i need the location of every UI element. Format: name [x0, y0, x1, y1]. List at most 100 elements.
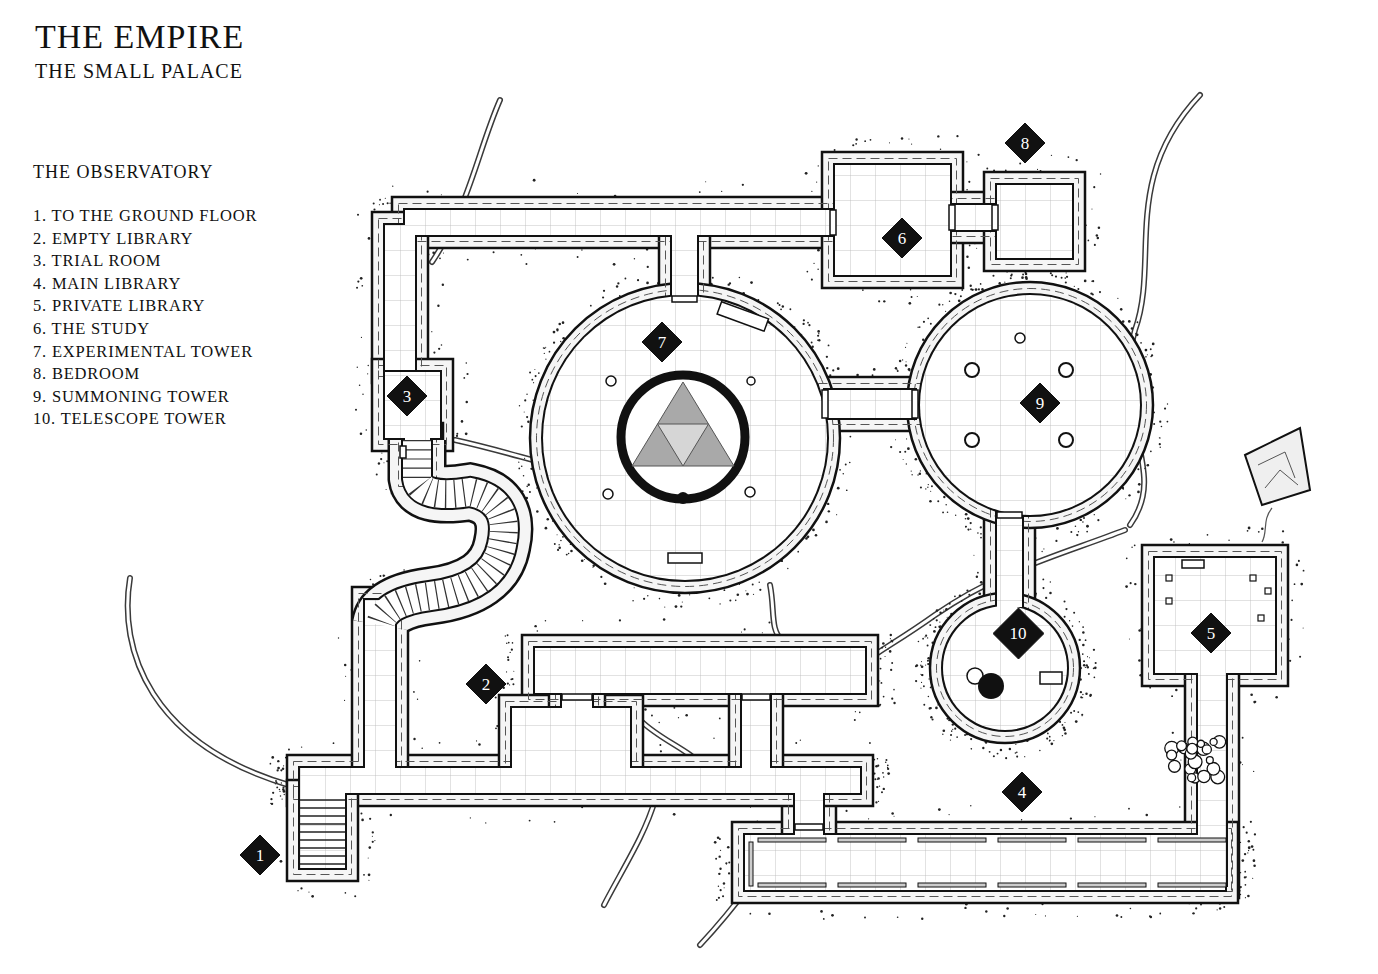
stipple-dot: [839, 469, 841, 471]
stipple-dot: [917, 296, 918, 297]
stipple-dot: [1244, 853, 1246, 855]
stipple-dot: [368, 857, 369, 858]
stipple-dot: [363, 874, 365, 876]
stipple-dot: [524, 399, 526, 401]
stipple-dot: [712, 277, 714, 279]
stipple-dot: [968, 594, 970, 596]
legend-item: 1. TO THE GROUND FLOOR: [33, 206, 257, 226]
stipple-dot: [678, 717, 679, 718]
stipple-dot: [432, 251, 435, 254]
stipple-dot: [719, 718, 721, 720]
stipple-dot: [554, 543, 556, 545]
stipple-dot: [485, 822, 486, 823]
stipple-dot: [1069, 620, 1070, 621]
stipple-dot: [904, 451, 906, 453]
stipple-dot: [508, 642, 510, 644]
stipple-dot: [800, 740, 801, 741]
stipple-dot: [456, 433, 458, 435]
stipple-dot: [825, 521, 828, 524]
stipple-dot: [1294, 583, 1296, 585]
stipple-dot: [647, 266, 649, 268]
stipple-dot: [949, 603, 951, 605]
stipple-dot: [739, 277, 740, 278]
stipple-dot: [577, 256, 579, 258]
diamond-fill: [1005, 123, 1045, 163]
stipple-dot: [675, 605, 678, 608]
stipple-dot: [1092, 280, 1094, 282]
floor: [835, 165, 950, 275]
stipple-dot: [534, 625, 536, 627]
stipple-dot: [883, 300, 885, 302]
stipple-dot: [311, 895, 314, 898]
wall: [522, 635, 878, 706]
stair-step: [300, 855, 345, 857]
map-title: THE EMPIRE: [35, 18, 244, 55]
stipple-dot: [1253, 865, 1256, 868]
stipple-dot: [1244, 876, 1246, 878]
stipple-dot: [862, 289, 864, 291]
pillar: [1059, 433, 1073, 447]
stipple-dot: [1094, 816, 1095, 817]
stipple-dot: [1066, 276, 1068, 278]
stipple-dot: [1094, 514, 1095, 515]
stipple-dot: [1087, 656, 1088, 657]
stipple-dot: [811, 342, 813, 344]
stipple-dot: [966, 526, 967, 527]
stipple-dot: [433, 351, 435, 353]
stipple-dot: [1072, 625, 1074, 627]
stipple-dot: [374, 840, 375, 841]
stipple-dot: [724, 887, 725, 888]
stipple-dot: [581, 249, 582, 250]
stipple-dot: [584, 559, 585, 560]
stipple-dot: [980, 526, 982, 528]
stipple-dot: [613, 263, 616, 266]
stipple-dot: [570, 550, 573, 553]
stipple-dot: [887, 768, 889, 770]
diamond-fill: [466, 664, 506, 704]
stipple-dot: [956, 135, 958, 137]
stipple-dot: [604, 582, 607, 585]
book: [1265, 588, 1271, 594]
callout-diamond: 6: [882, 218, 922, 258]
stair-wall: [380, 440, 504, 625]
stipple-dot: [923, 321, 925, 323]
stipple-dot: [664, 607, 665, 608]
stipple-dot: [276, 786, 278, 788]
stipple-dot: [925, 635, 927, 637]
rubble: [1015, 333, 1025, 343]
stipple-dot: [1144, 468, 1145, 469]
stipple-dot: [916, 664, 918, 666]
stipple-dot: [372, 841, 374, 843]
tower-wall: [907, 282, 1153, 528]
stipple-dot: [280, 769, 282, 771]
stipple-dot: [910, 289, 912, 291]
bookshelf: [838, 838, 906, 842]
stipple-dot: [915, 665, 917, 667]
stipple-dot: [1248, 850, 1249, 851]
stipple-dot: [1253, 771, 1254, 772]
stipple-dot: [811, 191, 812, 192]
stipple-dot: [1145, 349, 1148, 352]
stipple-dot: [719, 868, 721, 870]
stipple-dot: [951, 730, 953, 732]
stipple-dot: [965, 518, 967, 520]
river-bed: [770, 585, 782, 640]
stipple-dot: [699, 191, 701, 193]
stone-course: [829, 159, 957, 282]
stipple-dot: [964, 734, 966, 736]
stipple-dot: [360, 812, 362, 814]
callout-number: 7: [658, 334, 667, 351]
stipple-dot: [803, 319, 805, 321]
stipple-dot: [368, 237, 371, 240]
stipple-dot: [812, 529, 815, 532]
stipple-dot: [890, 638, 891, 639]
stipple-dot: [950, 739, 951, 740]
stipple-dot: [467, 259, 469, 261]
stipple-dot: [905, 347, 906, 348]
stone-course: [736, 684, 777, 777]
bookshelf: [1078, 883, 1146, 887]
stipple-dot: [746, 593, 749, 596]
stipple-dot: [1136, 333, 1139, 336]
legend-item: 9. SUMMONING TOWER: [33, 387, 230, 407]
stipple-dot: [817, 340, 818, 341]
